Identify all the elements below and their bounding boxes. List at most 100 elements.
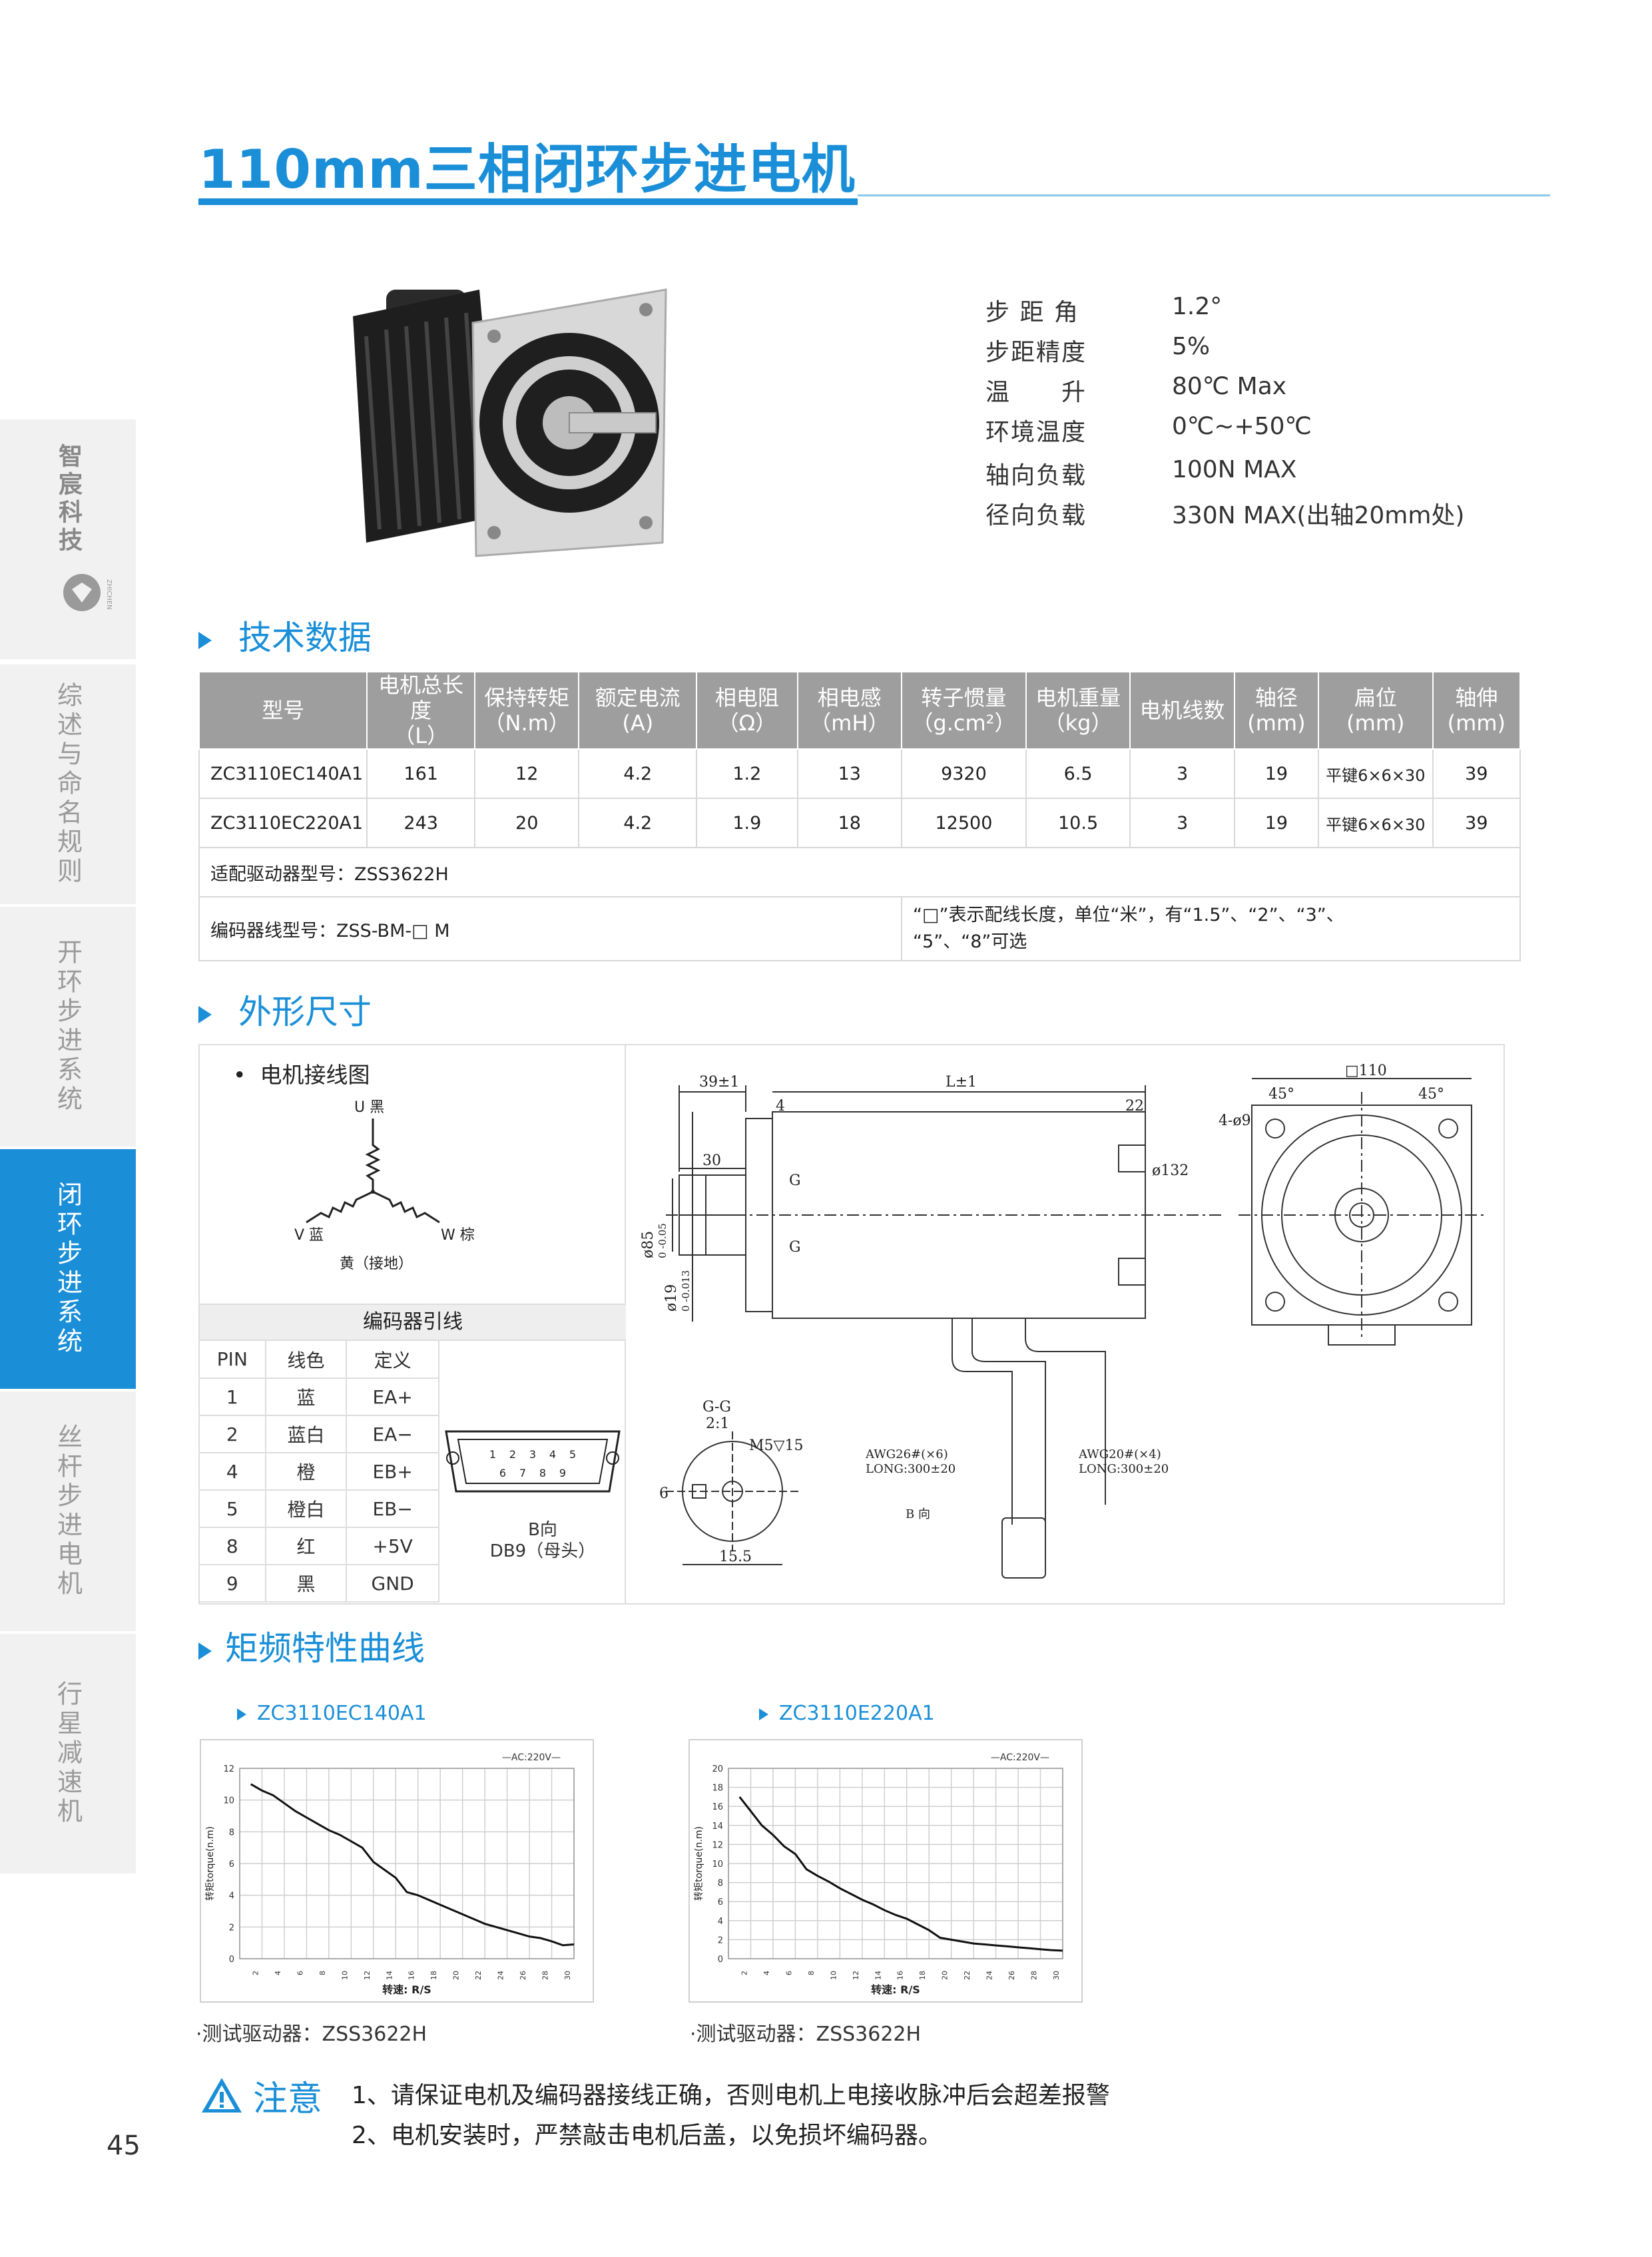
- logo-text: 智宸科技: [55, 443, 82, 555]
- page-number: 45: [107, 2131, 140, 2161]
- triangle-bullet-icon: [237, 1708, 246, 1720]
- section-heading-curves: 矩频特性曲线: [198, 1622, 425, 1670]
- dim-110: □110: [1345, 1063, 1387, 1079]
- series-line: [250, 1783, 575, 1947]
- encoder-title: 编码器引线: [200, 1304, 626, 1341]
- section-gg: G-G: [702, 1399, 731, 1415]
- x-tick-label: 26: [519, 1971, 527, 1980]
- db9-pin: 3: [529, 1448, 536, 1461]
- title-rule: [858, 194, 1550, 196]
- tech-data-table: 型号 电机总长度（L） 保持转矩（N.m） 额定电流(A) 相电阻（Ω） 相电感…: [198, 671, 1521, 961]
- db9-pin: 8: [539, 1467, 546, 1479]
- phase-w-label: W 棕: [441, 1227, 475, 1244]
- x-axis-label: 转速: R/S: [871, 1983, 920, 1996]
- dim-132: ø132: [1152, 1162, 1189, 1179]
- db9-pin: 5: [569, 1448, 576, 1461]
- x-tick-label: 30: [1052, 1971, 1061, 1980]
- y-axis-label: 转矩torque(n.m): [205, 1826, 216, 1901]
- db9-pin: 6: [499, 1467, 506, 1479]
- driver-note: 适配驱动器型号：ZSS3622H: [198, 847, 1521, 897]
- y-tick-label: 6: [718, 1897, 723, 1907]
- sidebar-tab-closed-loop[interactable]: 闭环步进系统: [0, 1149, 136, 1391]
- dimension-panel: [198, 1044, 1505, 1605]
- y-tick-label: 18: [712, 1784, 723, 1794]
- awg26-label: AWG26#(×6): [865, 1447, 948, 1461]
- logo-sub: ZHICHEN: [105, 579, 113, 610]
- chart-legend: —AC:220V—: [991, 1752, 1049, 1763]
- header-inertia: 转子惯量（g.cm²）: [901, 671, 1027, 750]
- dim-4x9: 4-ø9: [1219, 1113, 1251, 1129]
- sidebar-tab-screw-motor[interactable]: 丝杆步进电机: [0, 1391, 136, 1634]
- dim-85: ø85: [640, 1231, 657, 1258]
- spec-value: 330N MAX(出轴20mm处): [1172, 502, 1465, 529]
- y-tick-label: 4: [229, 1891, 234, 1901]
- dim-G-bottom: G: [789, 1239, 801, 1256]
- plot-area: [728, 1768, 1063, 1959]
- sidebar-tab-label: 综述与命名规则: [53, 682, 83, 887]
- y-tick-label: 0: [229, 1955, 234, 1965]
- x-tick-label: 28: [1030, 1971, 1039, 1980]
- header-flat: 扁位(mm): [1318, 671, 1434, 750]
- y-tick-label: 16: [712, 1802, 723, 1812]
- y-tick-label: 10: [223, 1796, 234, 1806]
- dim-19: ø19: [663, 1284, 680, 1312]
- spec-value: 100N MAX: [1172, 456, 1297, 483]
- dim-L: L±1: [946, 1074, 977, 1091]
- section-heading-tech: 技术数据: [198, 611, 372, 659]
- chart-1-subtitle: ZC3110EC140A1: [237, 1702, 427, 1725]
- wiring-diagram: U 黑 V 蓝 W 棕 黄（接地）: [294, 1099, 475, 1272]
- header-length: 电机总长度（L）: [366, 671, 475, 750]
- cable-length-note: “□”表示配线长度，单位“米”，有“1.5”、“2”、“3”、“5”、“8”可选: [901, 896, 1521, 961]
- sidebar-tab-label: 行星减速机: [53, 1680, 83, 1827]
- section-heading-dims: 外形尺寸: [198, 985, 372, 1033]
- chart-2-subtitle: ZC3110E220A1: [759, 1702, 935, 1725]
- page-title: 110mm三相闭环步进电机: [198, 138, 856, 200]
- x-tick-label: 4: [762, 1971, 771, 1975]
- y-tick-label: 12: [223, 1764, 234, 1774]
- note-line-2: 2、电机安装时，严禁敲击电机后盖，以免损坏编码器。: [352, 2122, 942, 2149]
- section-title: 技术数据: [238, 619, 372, 657]
- x-tick-label: 20: [941, 1971, 950, 1980]
- dim-45a: 45°: [1268, 1086, 1294, 1103]
- x-tick-label: 22: [474, 1971, 483, 1980]
- sidebar-tab-label: 闭环步进系统: [53, 1181, 83, 1357]
- sidebar-tab-overview[interactable]: 综述与命名规则: [0, 664, 136, 907]
- spec-label: 温 升: [985, 379, 1087, 406]
- dim-19-tol: 0 -0.013: [680, 1270, 692, 1312]
- x-tick-label: 16: [896, 1971, 905, 1980]
- phase-v-label: V 蓝: [294, 1227, 324, 1244]
- x-tick-label: 20: [452, 1971, 461, 1980]
- table-row: 编码器线型号：ZSS-BM-□ M “□”表示配线长度，单位“米”，有“1.5”…: [198, 896, 1521, 961]
- dim-6: 6: [659, 1485, 669, 1502]
- y-tick-label: 10: [712, 1860, 723, 1870]
- triangle-bullet-icon: [759, 1708, 768, 1720]
- ground-label: 黄（接地）: [340, 1256, 413, 1272]
- db9-pin: 1: [489, 1448, 496, 1461]
- x-tick-label: 2: [740, 1971, 748, 1975]
- sidebar-tab-open-loop[interactable]: 开环步进系统: [0, 907, 136, 1149]
- long1-label: LONG:300±20: [866, 1462, 956, 1476]
- db9-pin: 4: [549, 1448, 556, 1461]
- header-wires: 电机线数: [1129, 671, 1235, 750]
- header-current: 额定电流(A): [578, 671, 698, 750]
- y-tick-label: 20: [712, 1764, 723, 1774]
- y-tick-label: 8: [718, 1879, 723, 1889]
- spec-value: 5%: [1172, 333, 1211, 360]
- header-shaft-dia: 轴径(mm): [1233, 671, 1320, 750]
- sidebar-tab-planetary[interactable]: 行星减速机: [0, 1634, 136, 1876]
- dim-15-5: 15.5: [719, 1549, 752, 1565]
- header-shaft-ext: 轴伸(mm): [1432, 671, 1521, 750]
